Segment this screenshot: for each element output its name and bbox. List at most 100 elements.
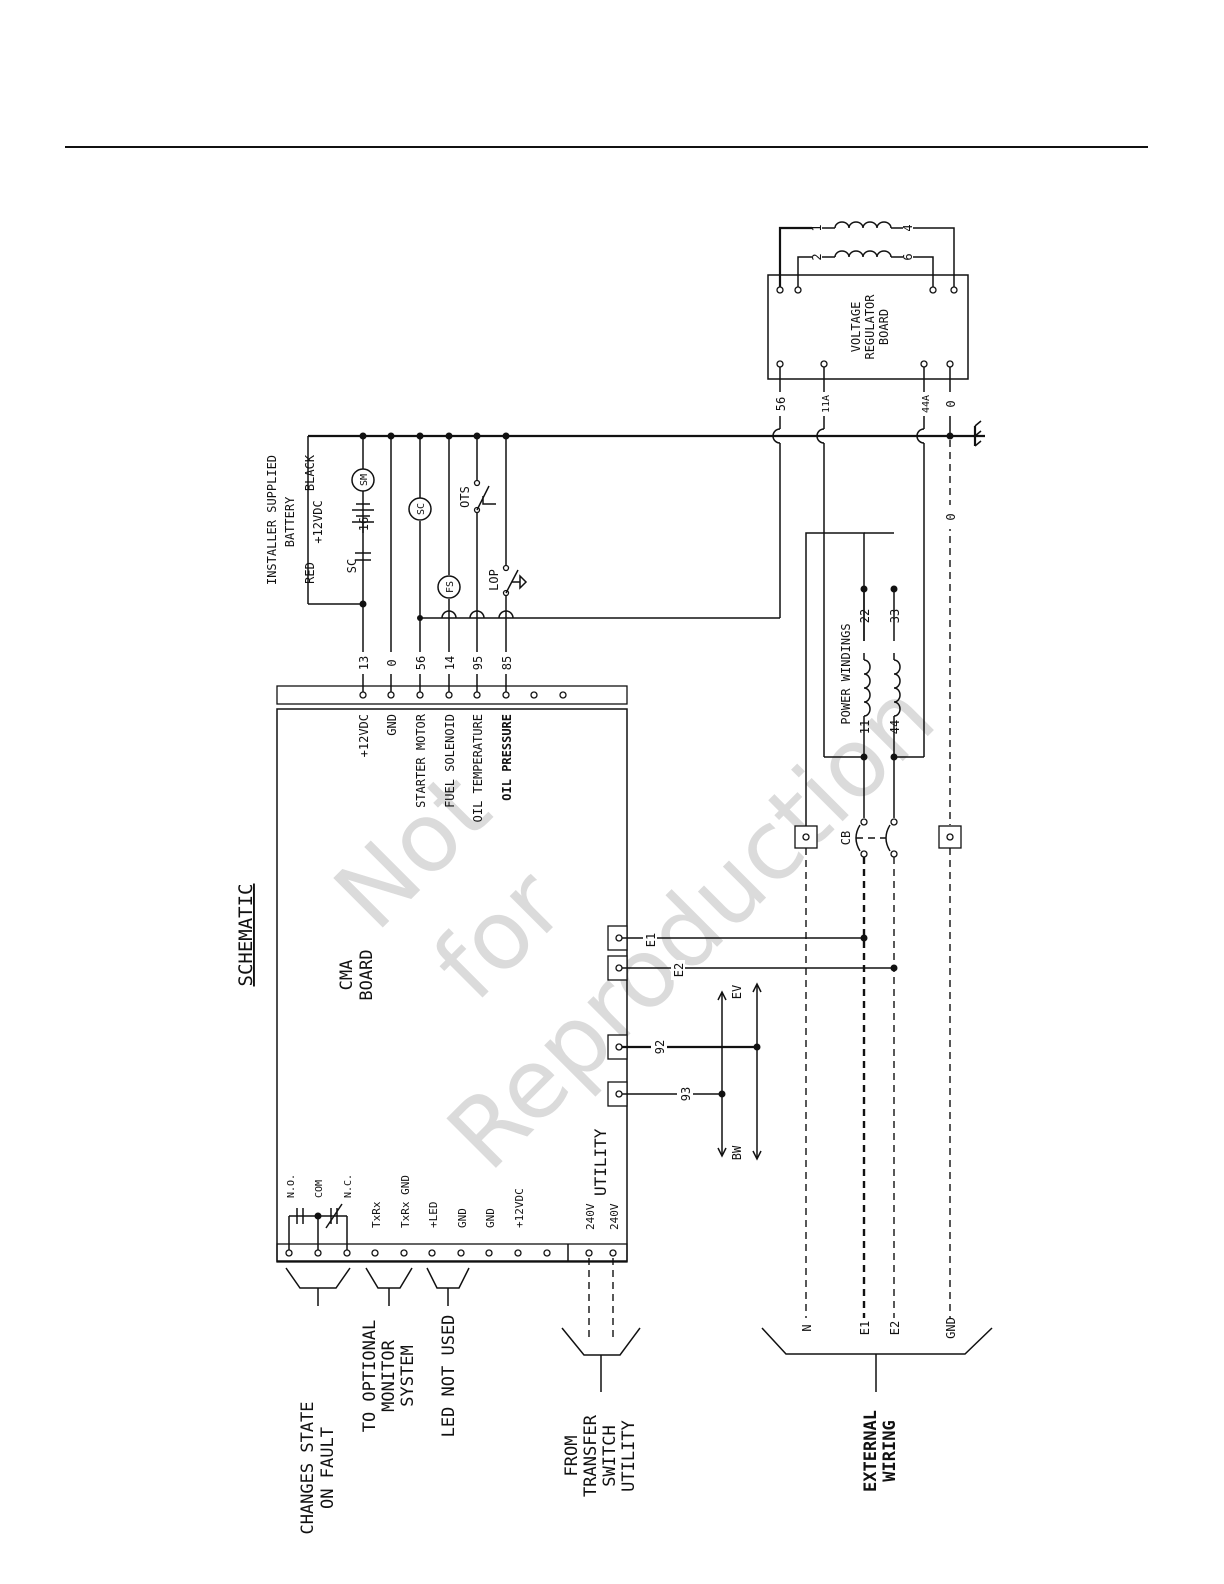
- label-oil-pressure: OIL PRESSURE: [500, 714, 514, 801]
- transfer-switch-group: FROM TRANSFER SWITCH UTILITY: [561, 1258, 641, 1497]
- svg-text:TRANSFER: TRANSFER: [581, 1414, 601, 1497]
- svg-text:BLACK: BLACK: [303, 454, 317, 491]
- upper-terminal-labels: +12VDC GND STARTER MOTOR FUEL SOLENOID O…: [357, 713, 514, 822]
- battery: INSTALLER SUPPLIED BATTERY +12VDC RED BL…: [265, 454, 374, 585]
- svg-text:GND: GND: [484, 1208, 497, 1228]
- svg-text:44: 44: [888, 720, 902, 734]
- label-oil-temperature: OIL TEMPERATURE: [471, 714, 485, 822]
- cma-board: [276, 708, 628, 1262]
- voltage-regulator-label: VOLTAGE REGULATOR BOARD: [849, 294, 891, 360]
- vr-terminals: [776, 286, 958, 368]
- external-wiring-group: N E1 E2 GND EXTERNAL WIRING: [761, 1317, 993, 1492]
- svg-text:11: 11: [858, 720, 872, 734]
- svg-text:FROM: FROM: [562, 1436, 582, 1477]
- sc-contact: SC: [345, 552, 371, 573]
- svg-text:FS: FS: [445, 581, 456, 593]
- svg-text:MONITOR: MONITOR: [379, 1339, 399, 1411]
- lop-switch: LOP: [487, 564, 528, 597]
- svg-text:VOLTAGE: VOLTAGE: [849, 302, 863, 353]
- ots-switch: OTS: [458, 479, 496, 514]
- fs-fuel-solenoid: FS: [437, 575, 461, 599]
- schematic-title: SCHEMATIC: [235, 884, 257, 987]
- chassis-ground-symbol: [973, 420, 982, 447]
- svg-text:SWITCH: SWITCH: [600, 1425, 620, 1486]
- sense-windings: 1 4 2 6: [778, 221, 955, 287]
- svg-text:N.C.: N.C.: [343, 1174, 354, 1198]
- svg-text:UTILITY: UTILITY: [591, 1128, 610, 1196]
- label-fuel-solenoid: FUEL SOLENOID: [443, 714, 457, 808]
- vr-wires: 56 11A 44A 0: [772, 367, 958, 757]
- lower-terminal-dots: [285, 1249, 617, 1257]
- svg-text:93: 93: [679, 1087, 693, 1101]
- svg-text:11A: 11A: [821, 395, 832, 413]
- lower-terminal-labels: N.O. COM N.C. TxRx TxRx GND +LED GND GND…: [286, 1128, 621, 1230]
- svg-text:BATTERY: BATTERY: [283, 496, 297, 547]
- svg-text:13: 13: [357, 656, 371, 670]
- svg-text:TO OPTIONAL: TO OPTIONAL: [360, 1320, 380, 1433]
- svg-text:16: 16: [357, 517, 371, 531]
- cma-board-label: CMA BOARD: [337, 949, 377, 1000]
- side-terminals: [607, 925, 628, 1107]
- svg-text:CMA: CMA: [337, 960, 357, 991]
- sc-starter-contactor: SC: [408, 497, 432, 521]
- svg-text:44A: 44A: [921, 395, 932, 413]
- label-12vdc: +12VDC: [357, 714, 371, 757]
- svg-text:SC: SC: [416, 503, 427, 515]
- lower-terminal-strip: [276, 1243, 628, 1263]
- svg-text:2: 2: [810, 253, 824, 260]
- svg-text:TxRx: TxRx: [370, 1201, 383, 1228]
- svg-text:INSTALLER SUPPLIED: INSTALLER SUPPLIED: [265, 455, 279, 585]
- svg-text:RED: RED: [303, 562, 317, 584]
- svg-text:0: 0: [944, 513, 958, 520]
- svg-text:POWER WINDINGS: POWER WINDINGS: [839, 623, 853, 724]
- svg-text:EXTERNAL: EXTERNAL: [861, 1410, 881, 1492]
- svg-text:BW: BW: [730, 1145, 744, 1160]
- svg-text:85: 85: [500, 656, 514, 670]
- upper-terminal-strip: [276, 685, 628, 705]
- svg-text:OTS: OTS: [458, 486, 472, 508]
- fault-relay-contacts: [288, 1203, 348, 1250]
- led-group: LED NOT USED: [426, 1267, 470, 1438]
- svg-text:56: 56: [414, 656, 428, 670]
- svg-text:LOP: LOP: [487, 569, 501, 591]
- sm-starter-motor: SM: [351, 468, 375, 492]
- svg-text:N: N: [800, 1324, 814, 1331]
- svg-text:4: 4: [901, 224, 915, 231]
- svg-text:E1: E1: [644, 933, 658, 947]
- svg-text:E2: E2: [672, 963, 686, 977]
- label-starter-motor: STARTER MOTOR: [414, 713, 428, 808]
- svg-text:+12VDC: +12VDC: [311, 500, 325, 543]
- bus-junctions: [359, 432, 510, 621]
- svg-text:SM: SM: [359, 474, 370, 486]
- voltage-regulator-board: [767, 274, 969, 380]
- svg-text:BOARD: BOARD: [357, 949, 377, 1000]
- svg-text:GND: GND: [944, 1317, 958, 1339]
- svg-text:ON FAULT: ON FAULT: [318, 1427, 338, 1509]
- fault-group: CHANGES STATE ON FAULT: [285, 1267, 351, 1535]
- svg-text:0: 0: [944, 400, 958, 407]
- svg-text:33: 33: [888, 609, 902, 623]
- label-gnd: GND: [385, 714, 399, 736]
- svg-text:BOARD: BOARD: [877, 309, 891, 345]
- svg-text:0: 0: [385, 659, 399, 666]
- cb-circuit-breaker: CB: [839, 818, 898, 858]
- svg-text:6: 6: [901, 253, 915, 260]
- control-wires-92-93: 92 93 EV BW: [622, 982, 762, 1161]
- e1-e2-wires: E1 E2: [622, 930, 898, 980]
- svg-text:REGULATOR: REGULATOR: [863, 294, 877, 360]
- svg-text:CHANGES STATE: CHANGES STATE: [298, 1401, 318, 1534]
- svg-text:22: 22: [858, 609, 872, 623]
- svg-text:SYSTEM: SYSTEM: [398, 1345, 418, 1406]
- svg-text:E2: E2: [888, 1321, 902, 1335]
- svg-text:240V: 240V: [584, 1203, 597, 1230]
- svg-text:E1: E1: [858, 1321, 872, 1335]
- svg-text:95: 95: [471, 656, 485, 670]
- svg-text:LED NOT USED: LED NOT USED: [439, 1315, 459, 1438]
- svg-text:CB: CB: [839, 831, 853, 845]
- svg-text:14: 14: [443, 656, 457, 670]
- svg-text:EV: EV: [730, 985, 744, 999]
- upper-wire-numbers: 13 0 56 14 95 85: [356, 652, 514, 674]
- svg-text:92: 92: [653, 1040, 667, 1054]
- svg-text:+12VDC: +12VDC: [513, 1188, 526, 1228]
